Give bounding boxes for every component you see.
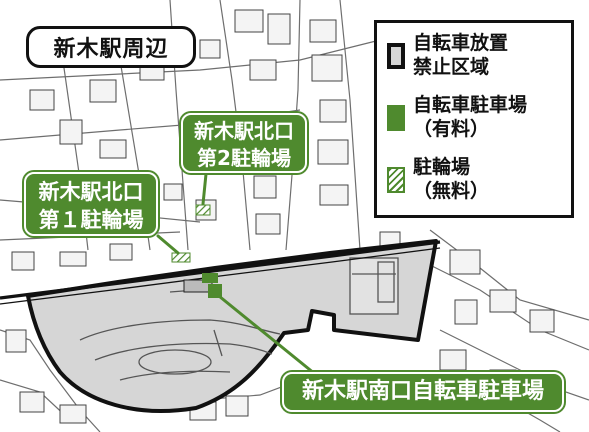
north2-free-parking-lot bbox=[195, 204, 211, 216]
legend-item-no-parking-zone: 自転車放置 禁止区域 bbox=[387, 31, 508, 79]
zone-details bbox=[79, 257, 399, 381]
north-paid-parking-lot bbox=[202, 273, 218, 283]
map-title: 新木駅周辺 bbox=[26, 26, 196, 68]
legend-item-free-parking: 駐輪場 （無料） bbox=[387, 155, 489, 203]
south-exit-bicycle-parking-label: 新木駅南口自転車駐車場 bbox=[282, 372, 564, 412]
legend-item-paid-parking: 自転車駐車場 （有料） bbox=[387, 93, 527, 141]
legend-sublabel: （有料） bbox=[413, 118, 490, 140]
label-line: 第2駐輪場 bbox=[197, 146, 291, 170]
north1-free-parking-lot bbox=[171, 252, 191, 263]
railway-line bbox=[0, 240, 441, 300]
free-parking-swatch bbox=[387, 167, 405, 193]
legend-label: 自転車放置 bbox=[413, 32, 509, 54]
north-exit-parking-2-label: 新木駅北口 第2駐輪場 bbox=[181, 113, 307, 173]
no-parking-zone-swatch bbox=[387, 43, 405, 69]
paid-parking-swatch bbox=[387, 105, 405, 131]
legend: 自転車放置 禁止区域 自転車駐車場 （有料） 駐輪場 （無料） bbox=[374, 20, 574, 218]
legend-label: 駐輪場 bbox=[413, 156, 471, 178]
legend-sublabel: 禁止区域 bbox=[413, 56, 490, 78]
label-line: 第１駐輪場 bbox=[38, 208, 144, 232]
legend-label: 自転車駐車場 bbox=[413, 94, 528, 116]
label-line: 新木駅北口 bbox=[38, 180, 144, 204]
north-exit-parking-1-label: 新木駅北口 第１駐輪場 bbox=[24, 172, 158, 236]
leader-lines bbox=[156, 172, 322, 380]
legend-sublabel: （無料） bbox=[413, 180, 490, 202]
no-parking-zone bbox=[26, 239, 438, 413]
label-line: 新木駅北口 bbox=[194, 119, 294, 143]
railway-line-inner bbox=[0, 247, 441, 305]
